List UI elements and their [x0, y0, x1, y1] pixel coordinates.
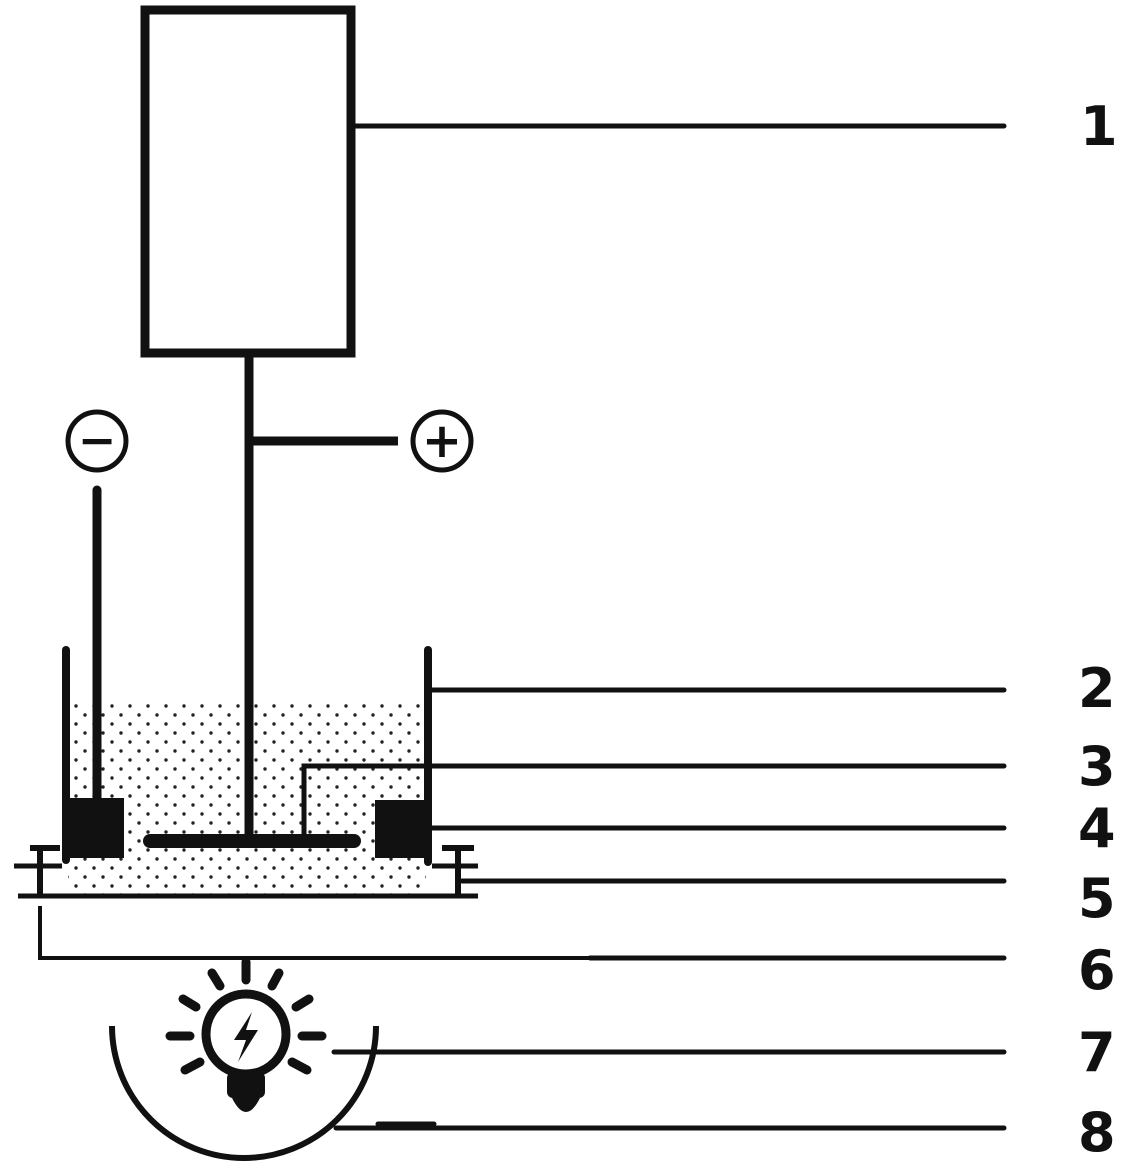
callout-label-2: 2 [1078, 657, 1116, 720]
callout-label-7: 7 [1078, 1021, 1116, 1084]
transparent-bottom [38, 906, 592, 960]
container-base [14, 845, 478, 899]
callout-label-4: 4 [1078, 797, 1116, 860]
light-bulb [201, 989, 291, 1112]
light-rays [165, 957, 327, 1075]
callout-label-8: 8 [1078, 1101, 1116, 1164]
callout-label-3: 3 [1078, 735, 1116, 798]
callout-label-6: 6 [1078, 939, 1116, 1002]
anode-rod [244, 353, 398, 845]
callout-label-1: 1 [1080, 95, 1118, 158]
anode-plate [143, 763, 420, 848]
reflector [109, 1025, 379, 1161]
power-supply-box [140, 5, 356, 358]
negative-terminal-symbol: − [65, 409, 129, 473]
cathode-block [62, 798, 429, 858]
leader-lines [331, 123, 1007, 1131]
callout-label-5: 5 [1078, 867, 1116, 930]
positive-terminal-symbol: + [410, 409, 474, 473]
negative-sign: − [78, 413, 117, 467]
positive-sign: + [422, 413, 462, 469]
container-wall [62, 646, 432, 866]
